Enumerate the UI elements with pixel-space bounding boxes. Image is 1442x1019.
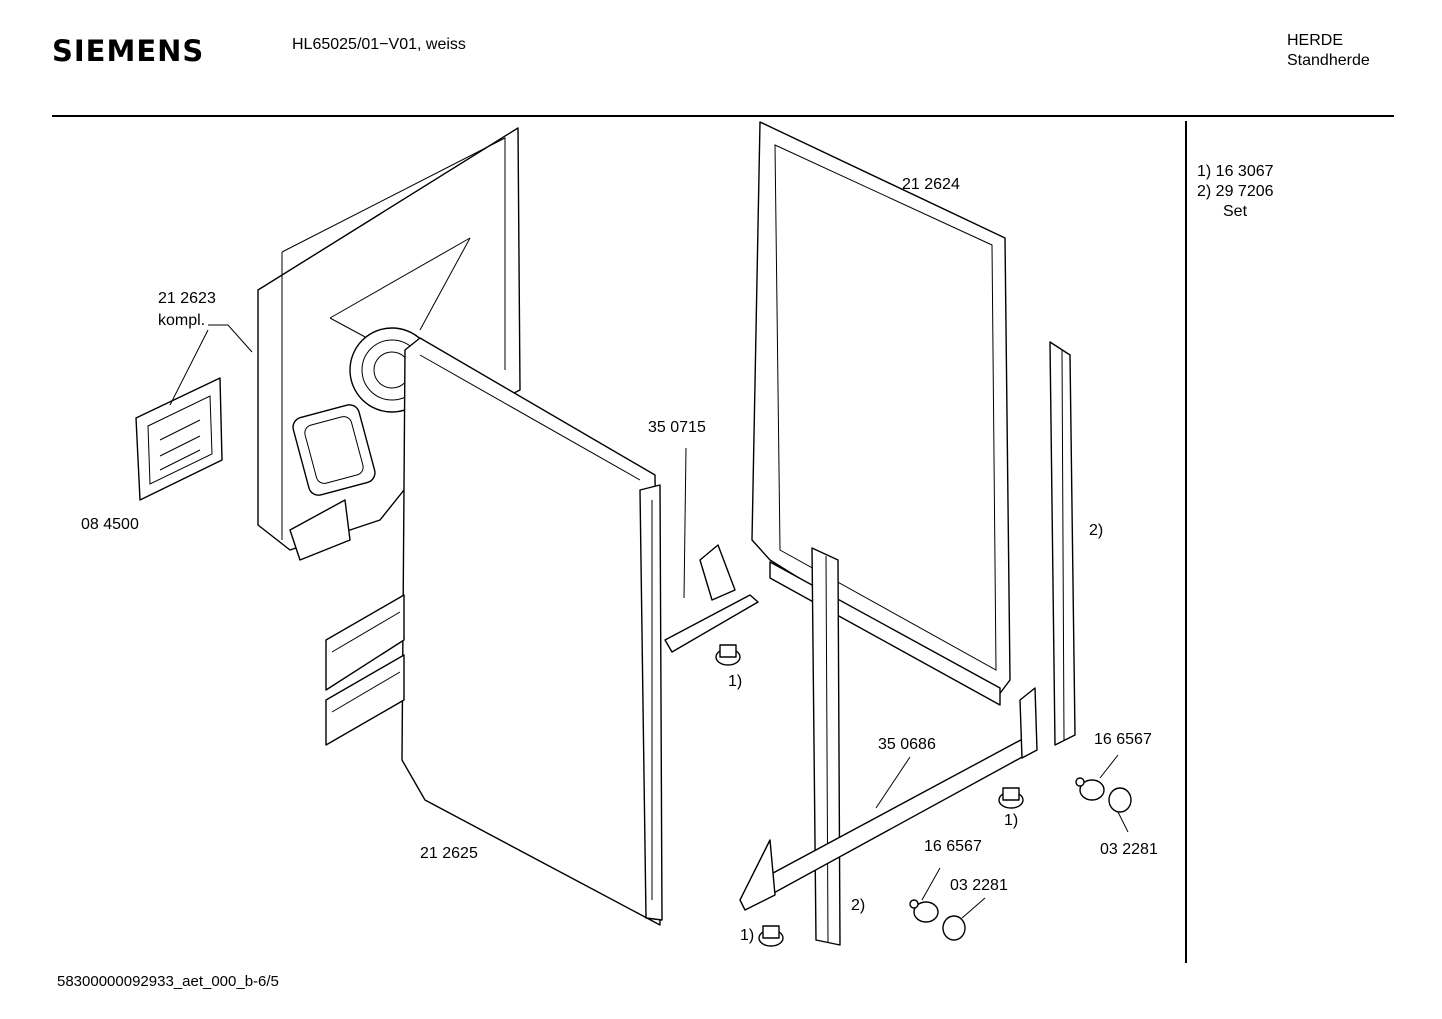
adjustable-foot-icon xyxy=(758,925,784,947)
side-rails xyxy=(325,594,405,746)
label-part-350686: 35 0686 xyxy=(878,736,936,753)
front-base-rail xyxy=(739,687,1038,911)
label-part-166567-right: 16 6567 xyxy=(1094,731,1152,748)
label-kompl: kompl. xyxy=(158,312,206,329)
label-ref-2-bottom: 2) xyxy=(851,897,866,914)
screw-icon xyxy=(909,899,939,923)
upright-profile-right xyxy=(1049,341,1076,746)
front-vertical-strip xyxy=(811,547,841,946)
cap-icon xyxy=(1108,787,1132,813)
side-wall-left xyxy=(401,337,663,926)
adjustable-foot-icon xyxy=(715,644,741,666)
label-ref-1-upper: 1) xyxy=(728,673,743,690)
side-wall-right xyxy=(751,121,1011,706)
label-part-212625: 21 2625 xyxy=(420,845,478,862)
appliance-category: HERDE Standherde xyxy=(1287,31,1370,71)
screw-icon xyxy=(1075,777,1105,801)
document-id: 58300000092933_aet_000_b-6/5 xyxy=(57,973,279,990)
label-part-032281-right: 03 2281 xyxy=(1100,841,1158,858)
label-ref-1-right: 1) xyxy=(1004,812,1019,829)
footnote-1: 1) 16 3067 xyxy=(1197,163,1274,180)
footnote-2-set: Set xyxy=(1223,203,1248,220)
brand-logo: SIEMENS xyxy=(52,34,205,68)
label-ref-2-right: 2) xyxy=(1089,522,1104,539)
label-part-350715: 35 0715 xyxy=(648,419,706,436)
model-number: HL65025/01−V01, weiss xyxy=(292,36,466,53)
label-part-212623: 21 2623 xyxy=(158,290,216,307)
notes-divider xyxy=(1185,121,1187,963)
fan-grille-cover xyxy=(135,377,223,501)
category-secondary: Standherde xyxy=(1287,52,1370,69)
bottom-rail-rear xyxy=(664,544,759,653)
label-part-166567-bottom: 16 6567 xyxy=(924,838,982,855)
leader-lines xyxy=(169,324,1129,919)
label-part-084500: 08 4500 xyxy=(81,516,139,533)
category-primary: HERDE xyxy=(1287,32,1344,49)
cap-icon xyxy=(942,915,966,941)
label-part-212624: 21 2624 xyxy=(902,176,960,193)
footnote-legend: 1) 16 3067 2) 29 7206 Set xyxy=(1197,162,1274,222)
label-part-032281-bottom: 03 2281 xyxy=(950,877,1008,894)
label-ref-1-bottom: 1) xyxy=(740,927,755,944)
adjustable-foot-icon xyxy=(998,787,1024,809)
footnote-2: 2) 29 7206 xyxy=(1197,183,1274,200)
header-divider xyxy=(52,115,1394,117)
